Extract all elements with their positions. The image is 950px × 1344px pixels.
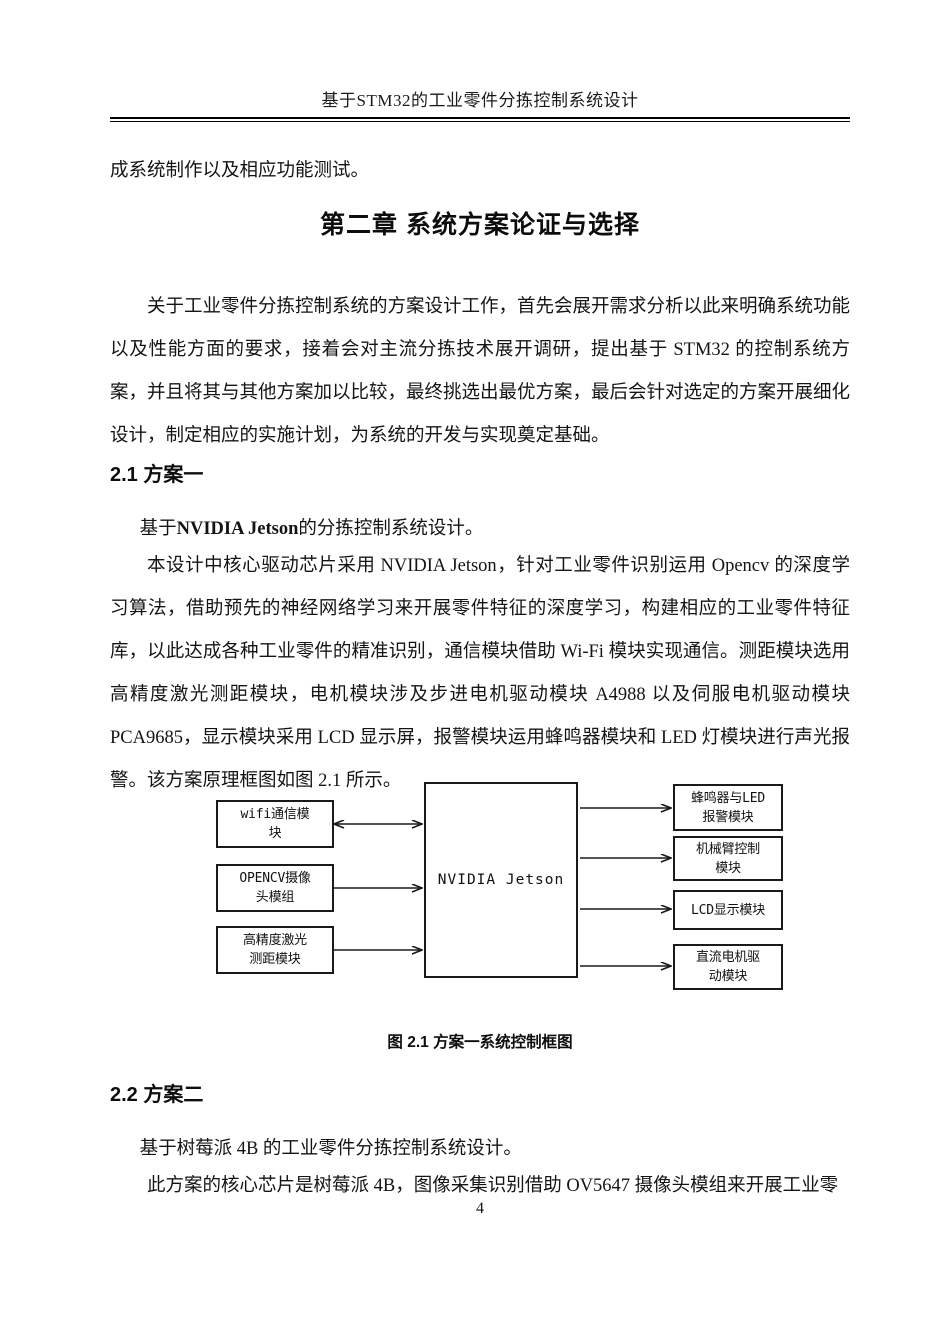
diagram-node-lcd-display: LCD显示模块 (673, 890, 783, 930)
laser-label-line1: 高精度激光 (242, 933, 307, 948)
diagram-node-center: NVIDIA Jetson (424, 782, 578, 978)
section-2-2-paragraph: 此方案的核心芯片是树莓派 4B，图像采集识别借助 OV5647 摄像头模组来开展… (147, 1176, 839, 1196)
header-rule-thin (110, 121, 850, 122)
buzzer-label-line2: 报警模块 (702, 809, 754, 825)
lcd-label-line1: LCD显示模块 (690, 902, 766, 918)
diagram-node-buzzer-led: 蜂鸣器与LED 报警模块 (673, 784, 783, 831)
lead-bold-term: NVIDIA Jetson (176, 519, 299, 539)
lead-suffix: 的分拣控制系统设计。 (298, 519, 484, 539)
section-heading-2-1: 2.1 方案一 (110, 464, 204, 486)
opencv-label-line1: OPENCV摄像 (239, 871, 311, 886)
laser-label-line2: 测距模块 (249, 952, 301, 967)
chapter-title: 第二章 系统方案论证与选择 (320, 211, 640, 239)
diagram-node-wifi: wifi通信模 块 (216, 800, 334, 848)
robotarm-label-line1: 机械臂控制 (695, 841, 760, 857)
buzzer-label-line1: 蜂鸣器与LED (690, 790, 766, 806)
dcmotor-label-line2: 动模块 (708, 969, 748, 984)
wifi-label-line1: wifi通信模 (240, 807, 310, 822)
opencv-label-line2: 头模组 (255, 890, 295, 905)
figure-caption-2-1: 图 2.1 方案一系统控制框图 (387, 1034, 573, 1051)
diagram-node-laser-rangefinder: 高精度激光 测距模块 (216, 926, 334, 974)
robotarm-label-line2: 模块 (715, 860, 741, 876)
diagram-node-opencv-camera: OPENCV摄像 头模组 (216, 864, 334, 912)
section-2-2-lead: 基于树莓派 4B 的工业零件分拣控制系统设计。 (139, 1139, 522, 1159)
center-node-label: NVIDIA Jetson (437, 871, 565, 888)
wifi-label-line2: 块 (268, 826, 282, 841)
header-rule-thick (110, 117, 850, 119)
section-heading-2-2: 2.2 方案二 (110, 1084, 204, 1106)
section-2-1-lead: 基于NVIDIA Jetson的分拣控制系统设计。 (110, 508, 850, 551)
page-header: 基于STM32的工业零件分拣控制系统设计 (110, 86, 850, 122)
dcmotor-label-line1: 直流电机驱 (695, 950, 760, 965)
header-rule-gap (110, 119, 850, 121)
diagram-node-dc-motor: 直流电机驱 动模块 (673, 944, 783, 990)
page-number: 4 (476, 1200, 484, 1217)
diagram-node-robot-arm: 机械臂控制 模块 (673, 836, 783, 881)
intro-paragraph: 关于工业零件分拣控制系统的方案设计工作，首先会展开需求分析以此来明确系统功能以及… (110, 297, 851, 446)
section-2-1-paragraph: 本设计中核心驱动芯片采用 NVIDIA Jetson，针对工业零件识别运用 Op… (110, 556, 850, 791)
continued-text-line: 成系统制作以及相应功能测试。 (110, 161, 370, 181)
lead-prefix: 基于 (139, 519, 177, 539)
header-title: 基于STM32的工业零件分拣控制系统设计 (321, 91, 639, 110)
